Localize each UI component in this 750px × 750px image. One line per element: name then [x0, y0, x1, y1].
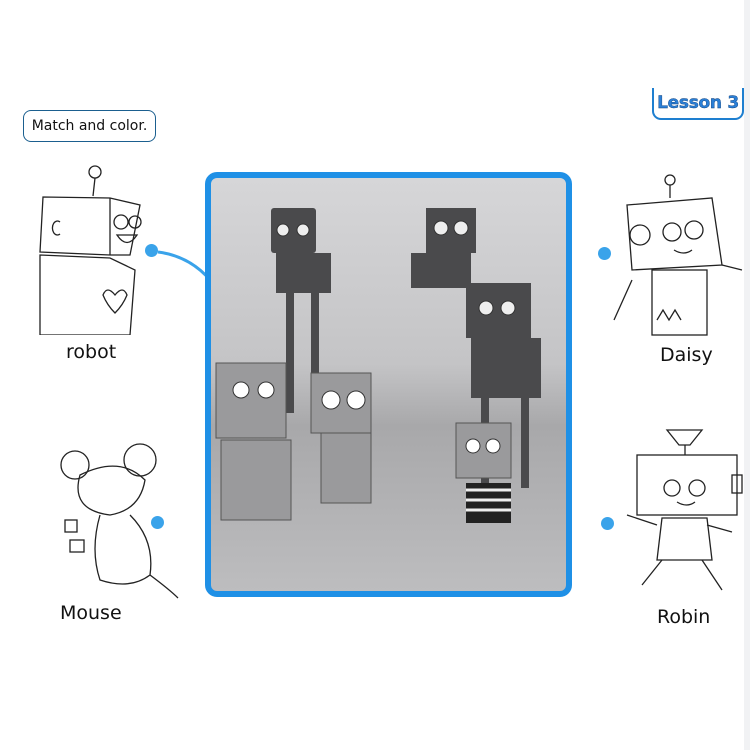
- robots-illustration: [205, 172, 572, 597]
- lesson-tab: Lesson 3: [652, 88, 744, 120]
- instruction-box: Match and color.: [23, 110, 156, 142]
- label-robot: robot: [66, 341, 117, 363]
- label-mouse: Mouse: [60, 602, 122, 624]
- robot-drawing: [39, 165, 142, 335]
- page-edge: [744, 0, 750, 750]
- label-daisy: Daisy: [660, 344, 713, 366]
- match-dot-mouse[interactable]: [151, 516, 164, 529]
- match-dot-daisy[interactable]: [598, 247, 611, 260]
- robots-scene: [215, 208, 541, 523]
- match-dot-robot[interactable]: [145, 244, 158, 257]
- robin-drawing: [626, 429, 743, 591]
- match-dot-robin[interactable]: [601, 517, 614, 530]
- daisy-drawing: [613, 174, 743, 336]
- mouse-drawing: [60, 443, 179, 599]
- label-robin: Robin: [657, 606, 711, 628]
